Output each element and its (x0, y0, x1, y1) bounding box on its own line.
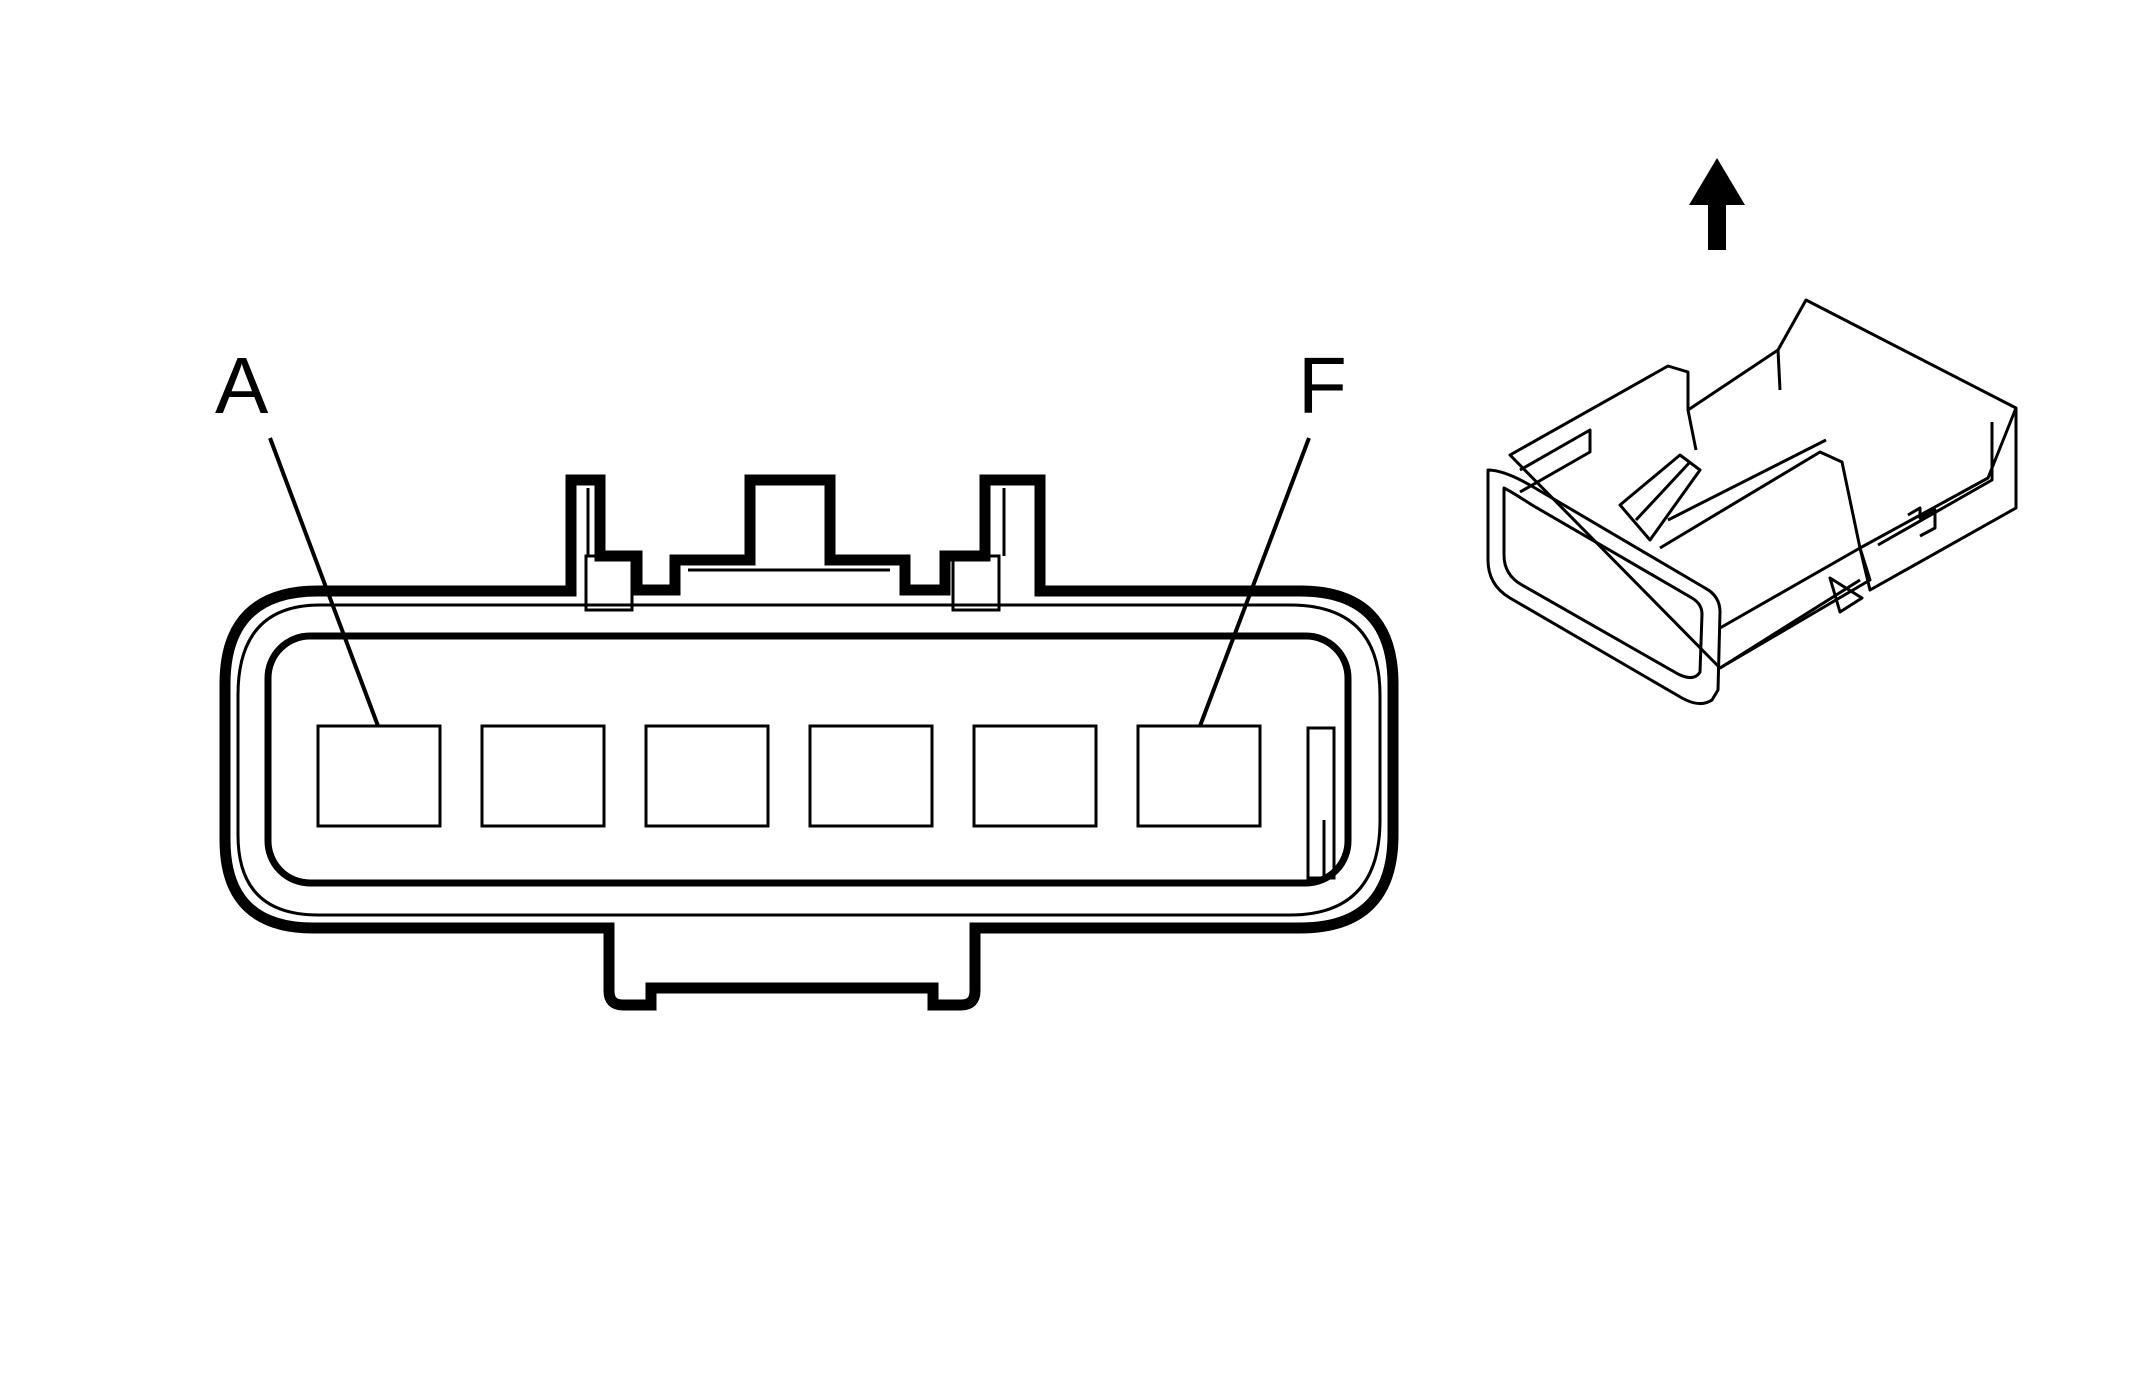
iso-body-top (1508, 298, 2018, 670)
iso-latch-ridge (1667, 438, 1827, 522)
connector-face-view (219, 437, 1399, 1011)
iso-seam-3 (1719, 578, 1861, 670)
iso-seam-2 (1776, 349, 1782, 391)
iso-body-end (1858, 408, 2018, 592)
callout-label-a: A (215, 341, 269, 430)
iso-tab-detail (1828, 576, 1864, 614)
cavity-d (808, 724, 934, 828)
iso-lock (1618, 453, 1702, 542)
left-latch (584, 554, 634, 612)
housing-outer-outline (219, 474, 1399, 1011)
leader-line-f (1198, 437, 1311, 727)
iso-clip-detail (1907, 506, 1937, 538)
iso-latch-rail-left (1519, 428, 1592, 494)
window-edge-detail (1306, 726, 1336, 880)
cavity-window (264, 632, 1352, 887)
iso-seam-1 (1686, 409, 1698, 451)
cavity-b (480, 724, 606, 828)
iso-mating-face-inner (1502, 486, 1704, 679)
iso-lock-line (1634, 460, 1692, 522)
right-latch (951, 554, 1001, 612)
cavity-f (1136, 724, 1262, 828)
leader-line-a (268, 437, 380, 727)
iso-mating-face-outer (1486, 468, 1722, 705)
connector-isometric-view (1486, 298, 2018, 705)
housing-inner-offset (236, 603, 1382, 917)
cavity-a (316, 724, 442, 828)
callout-label-f: F (1298, 341, 1347, 430)
iso-end-inner (1877, 422, 1994, 547)
cavity-c (644, 724, 770, 828)
up-arrow-icon (1689, 158, 1745, 250)
cavity-e (972, 724, 1098, 828)
iso-latch-rail-right (1659, 450, 1862, 630)
